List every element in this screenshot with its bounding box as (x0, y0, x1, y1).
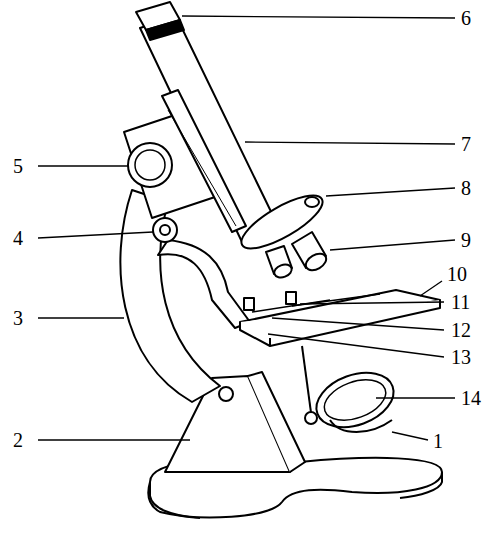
callout-number: 4 (12, 228, 24, 248)
callout-number: 9 (460, 230, 472, 250)
callout-number: 1 (432, 431, 444, 451)
callout-number: 6 (460, 8, 472, 28)
callout-number: 8 (460, 178, 472, 198)
callout-number: 7 (460, 134, 472, 154)
callout-number: 5 (12, 156, 24, 176)
callout-number: 11 (450, 292, 471, 312)
callout-number: 2 (12, 430, 24, 450)
callout-number: 12 (450, 320, 472, 340)
callout-number: 14 (460, 388, 482, 408)
callout-number: 10 (446, 264, 468, 284)
callout-number: 3 (12, 308, 24, 328)
callout-number: 13 (450, 347, 472, 367)
